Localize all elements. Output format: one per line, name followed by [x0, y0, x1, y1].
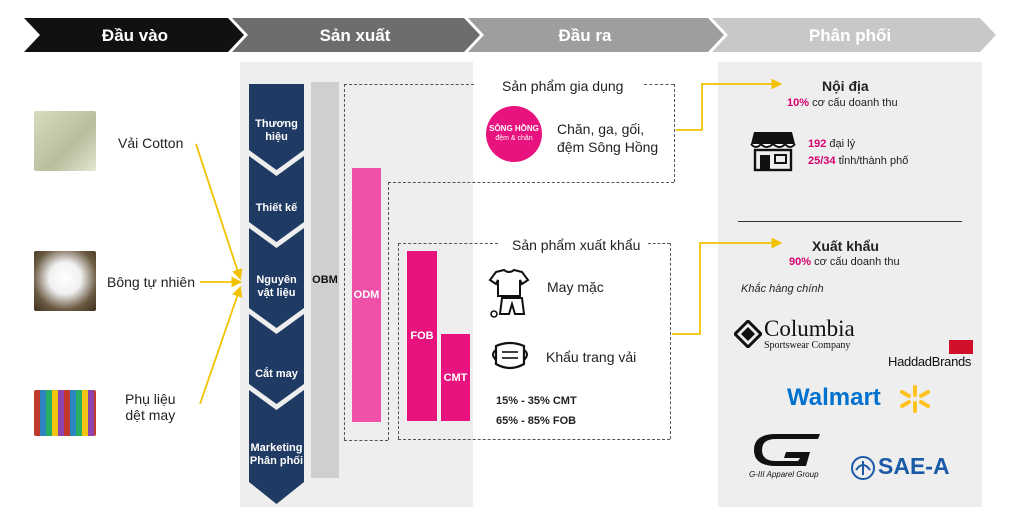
stage-chevron-distribution [712, 18, 996, 52]
export-dashed-top-right [648, 243, 670, 244]
domestic-share: 10% cơ cấu doanh thu [787, 97, 898, 109]
household-dashed-top-left [344, 84, 474, 85]
face-mask-icon [492, 341, 528, 370]
domestic-provinces: 25/34 tỉnh/thành phố [808, 155, 909, 167]
step-sewing [249, 314, 304, 404]
columbia-diamond-icon [734, 320, 762, 348]
accessories-image [34, 390, 96, 436]
input-label-cotton: Vải Cotton [118, 135, 184, 151]
domestic-title: Nội địa [822, 78, 869, 94]
export-title: Sản phẩm xuất khẩu [510, 237, 643, 253]
fob-bar: FOB [407, 251, 437, 421]
odm-dashed-bottom [344, 440, 388, 441]
ratio-fob: 65% - 85% FOB [496, 415, 577, 427]
columbia-logo-sub: Sportswear Company [764, 340, 851, 351]
stage-label-production: Sản xuất [319, 26, 391, 45]
haddad-red-tag [949, 340, 973, 354]
input-label-natural-cotton: Bông tự nhiên [107, 274, 195, 290]
main-customers-label: Khắc hàng chính [741, 283, 824, 295]
cotton-boll-image [34, 251, 96, 311]
household-products: Chăn, ga, gối, đệm Sông Hồng [557, 121, 659, 155]
cotton-fabric-image [34, 111, 96, 171]
giii-logo-text: G-III Apparel Group [749, 470, 819, 479]
export-dist-title: Xuất khẩu [812, 238, 879, 254]
step-design [249, 156, 304, 242]
clothing-icon [488, 268, 530, 318]
saea-logo-text: SAE-A [878, 453, 950, 479]
export-item-mask: Khẩu trang vải [546, 349, 637, 365]
stage-chevron-output [468, 18, 724, 52]
song-hong-logo: SÔNG HỒNG đệm & chăn [486, 106, 542, 162]
export-item-apparel: May mặc [547, 279, 604, 295]
walmart-spark-icon [900, 385, 930, 413]
giii-logo-mark [754, 434, 820, 466]
household-dashed-top-right [644, 84, 674, 85]
cmt-bar: CMT [441, 334, 470, 421]
input-label-accessories: Phụ liệu dệt may [125, 391, 176, 423]
export-dashed-right [670, 243, 671, 439]
stage-chevron-input [24, 18, 244, 52]
domestic-agents: 192 đại lý [808, 138, 856, 150]
stage-label-input: Đầu vào [101, 26, 169, 45]
export-dashed-bottom [398, 439, 670, 440]
odm-inner-dashed-left [388, 182, 389, 440]
haddad-logo-text: HaddadBrands [888, 354, 972, 369]
export-dashed-top-left [398, 243, 498, 244]
obm-bar: OBM [311, 82, 339, 478]
distribution-divider [738, 221, 962, 222]
step-brand [249, 84, 304, 170]
export-dashed-left [398, 243, 399, 439]
household-title: Sản phẩm gia dụng [502, 78, 624, 94]
ratio-cmt: 15% - 35% CMT [496, 395, 577, 407]
odm-dashed-left [344, 84, 675, 440]
step-materials [249, 228, 304, 328]
household-dashed-right [674, 84, 675, 182]
walmart-logo-text: Walmart [787, 384, 881, 411]
step-marketing [249, 390, 304, 504]
store-icon [750, 132, 796, 172]
stage-label-output: Đầu ra [558, 26, 612, 45]
household-dashed-bottom [388, 182, 674, 183]
columbia-logo-text: Columbia [764, 316, 855, 341]
stage-label-distribution: Phân phối [808, 26, 892, 45]
export-dist-share: 90% cơ cấu doanh thu [789, 256, 900, 268]
odm-bar: ODM [352, 168, 381, 422]
saea-logo-mark [851, 456, 875, 480]
stage-header [24, 18, 996, 52]
stage-chevron-production [232, 18, 480, 52]
